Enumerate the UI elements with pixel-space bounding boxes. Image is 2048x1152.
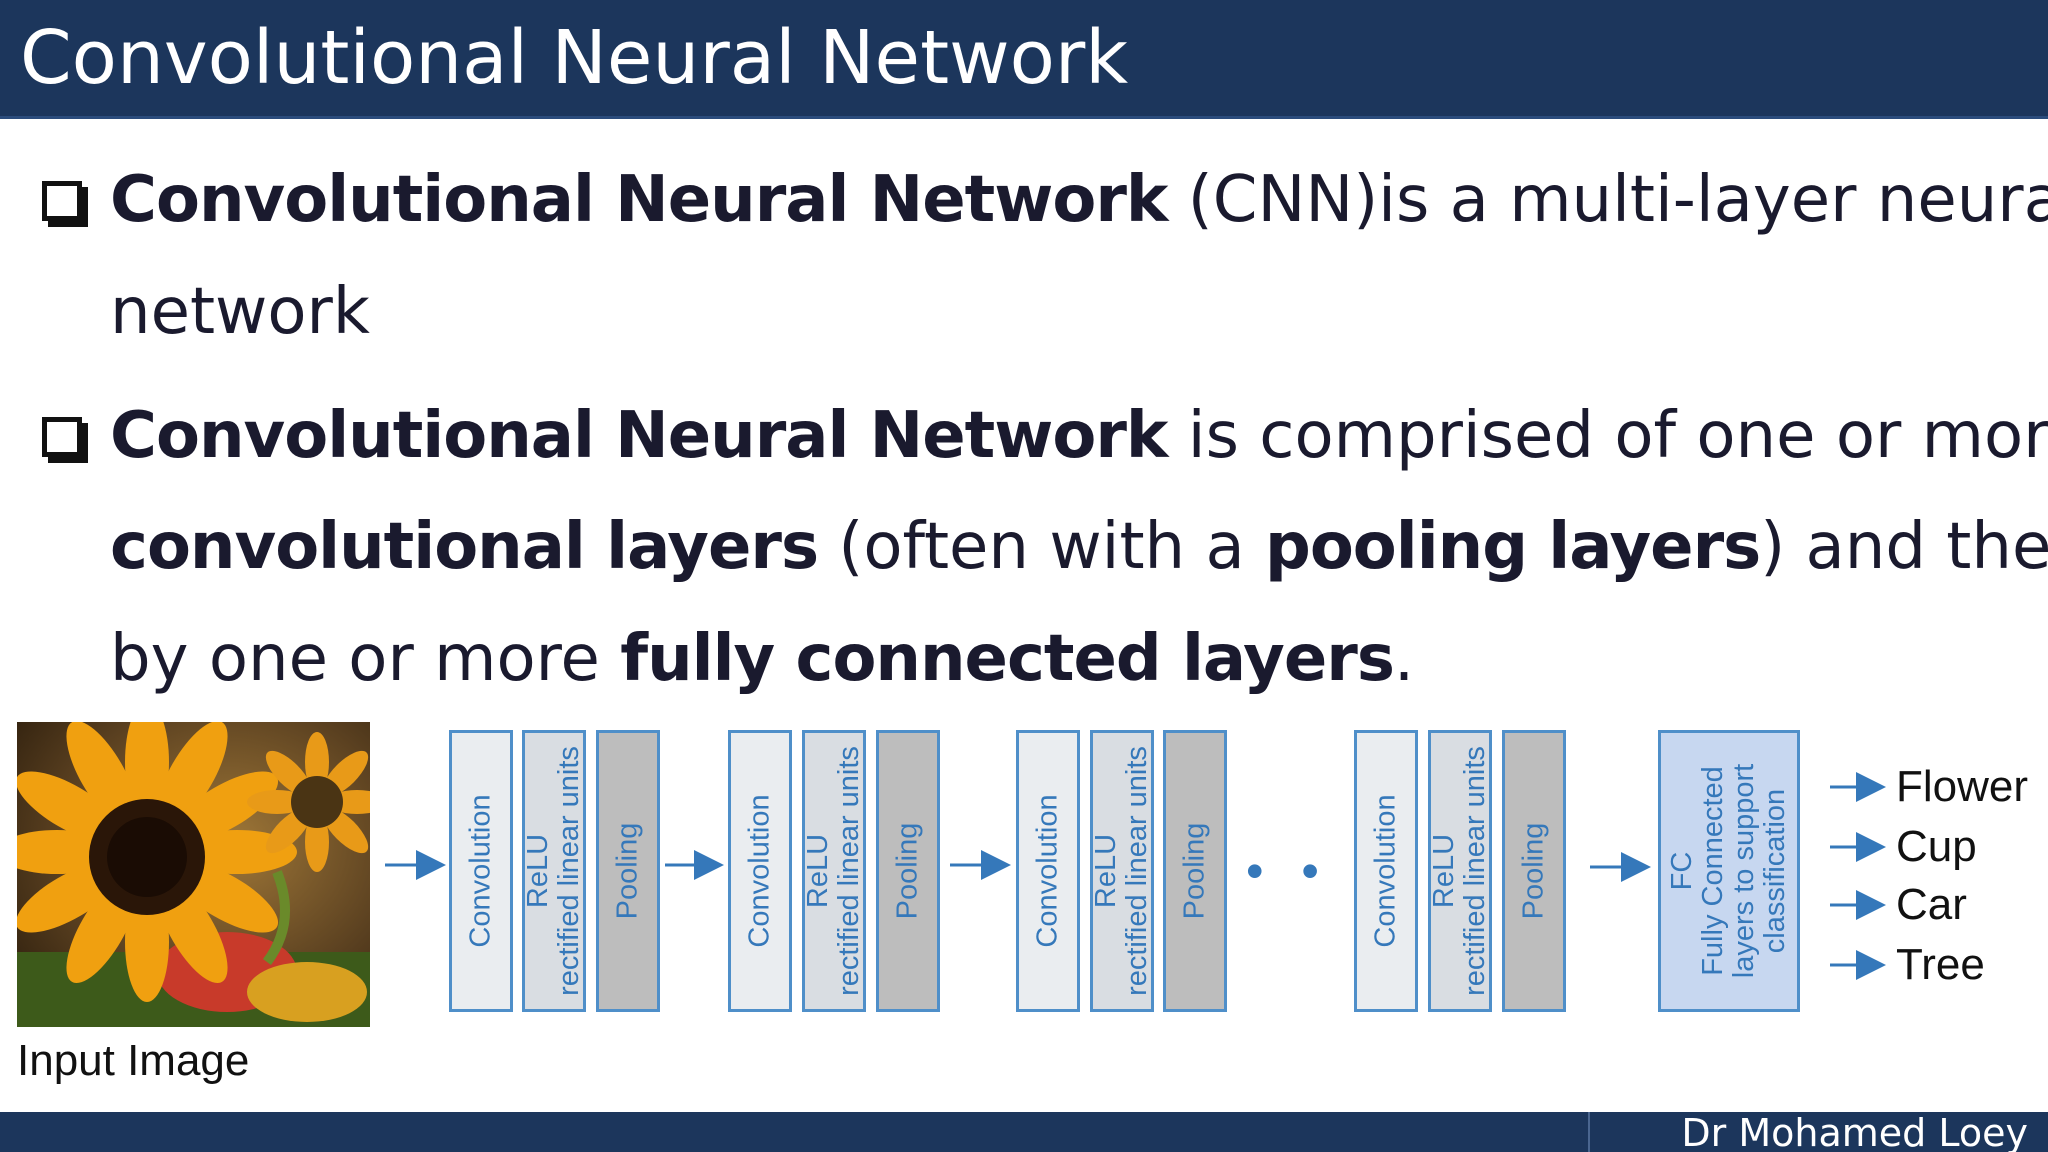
output-label: Flower <box>1896 762 2029 811</box>
pooling-label: Pooling <box>1178 822 1211 920</box>
fc-line: Fully Connected <box>1697 766 1729 976</box>
convolution-layer: Convolution <box>449 730 513 1012</box>
bullet-2-bold-pool: pooling layers <box>1265 510 1761 584</box>
bullet-1-line-1: Convolutional Neural Network (CNN)is a m… <box>110 152 2048 248</box>
bullet-2-text: is comprised of one or more <box>1167 399 2048 473</box>
convolution-layer: Convolution <box>728 730 792 1012</box>
input-image-label: Input Image <box>17 1036 250 1085</box>
relu-full: rectified linear units <box>1459 746 1491 996</box>
pooling-label: Pooling <box>891 822 924 920</box>
bullet-2-text-b: ) and then followed <box>1760 510 2048 584</box>
output-label: Cup <box>1896 822 1977 871</box>
bullet-1-line-2: network <box>110 275 370 349</box>
relu-full: rectified linear units <box>1121 746 1153 996</box>
bullet-2-bold-term: Convolutional Neural Network <box>110 399 1168 473</box>
bullet-1-text: (CNN)is a multi-layer neural <box>1167 163 2048 237</box>
pooling-layer: Pooling <box>1163 730 1227 1012</box>
output-class: Cup <box>1830 822 2040 872</box>
relu-full: rectified linear units <box>553 746 585 996</box>
bullet-2-bold-conv: convolutional layers <box>110 510 819 584</box>
relu-abbrev: ReLU <box>1428 833 1460 909</box>
output-class: Flower <box>1830 762 2040 812</box>
checkbox-bullet-icon <box>42 417 82 457</box>
output-class: Car <box>1830 880 2040 930</box>
pooling-layer: Pooling <box>1502 730 1566 1012</box>
fc-line: classification <box>1759 788 1791 954</box>
pooling-label: Pooling <box>611 822 644 920</box>
ellipsis: • • • <box>1246 843 1387 899</box>
output-class: Tree <box>1830 940 2040 990</box>
output-label: Tree <box>1896 940 1985 989</box>
convolution-label: Convolution <box>1031 794 1064 948</box>
output-label: Car <box>1896 880 1967 929</box>
pooling-layer: Pooling <box>596 730 660 1012</box>
footer-author: Dr Mohamed Loey <box>1681 1111 2028 1152</box>
fc-line: layers to support <box>1728 763 1760 979</box>
convolution-label: Convolution <box>743 794 776 948</box>
pooling-label: Pooling <box>1517 822 1550 920</box>
bullet-2-bold-fc: fully connected layers <box>620 622 1395 696</box>
convolution-label: Convolution <box>464 794 497 948</box>
footer-divider <box>1588 1112 1590 1152</box>
convolution-layer: Convolution <box>1016 730 1080 1012</box>
bullet-2-text-c: by one or more <box>110 622 621 696</box>
fully-connected-layer: FC Fully Connected layers to support cla… <box>1658 730 1800 1012</box>
bullet-2-line-1: Convolutional Neural Network is comprise… <box>110 388 2048 484</box>
sunflower-input-image <box>17 722 370 1027</box>
convolution-label: Convolution <box>1369 794 1402 948</box>
bullet-2-line-2: convolutional layers (often with a pooli… <box>110 499 2048 595</box>
checkbox-bullet-icon <box>42 181 82 221</box>
footer-bar: Dr Mohamed Loey <box>0 1112 2048 1152</box>
convolution-layer: Convolution <box>1354 730 1418 1012</box>
relu-abbrev: ReLU <box>522 833 554 909</box>
relu-full: rectified linear units <box>833 746 865 996</box>
fc-abbrev: FC <box>1666 851 1698 891</box>
fc-label: FC Fully Connected layers to support cla… <box>1666 763 1791 979</box>
pooling-layer: Pooling <box>876 730 940 1012</box>
bullet-1-bold-term: Convolutional Neural Network <box>110 163 1168 237</box>
relu-abbrev: ReLU <box>802 833 834 909</box>
relu-abbrev: ReLU <box>1090 833 1122 909</box>
slide-title: Convolutional Neural Network <box>20 15 1129 101</box>
bullet-2-period: . <box>1393 622 1415 696</box>
title-bar: Convolutional Neural Network <box>0 0 2048 119</box>
bullet-2-line-3: by one or more fully connected layers. <box>110 611 2010 707</box>
bullet-2-text-a: (often with a <box>818 510 1265 584</box>
